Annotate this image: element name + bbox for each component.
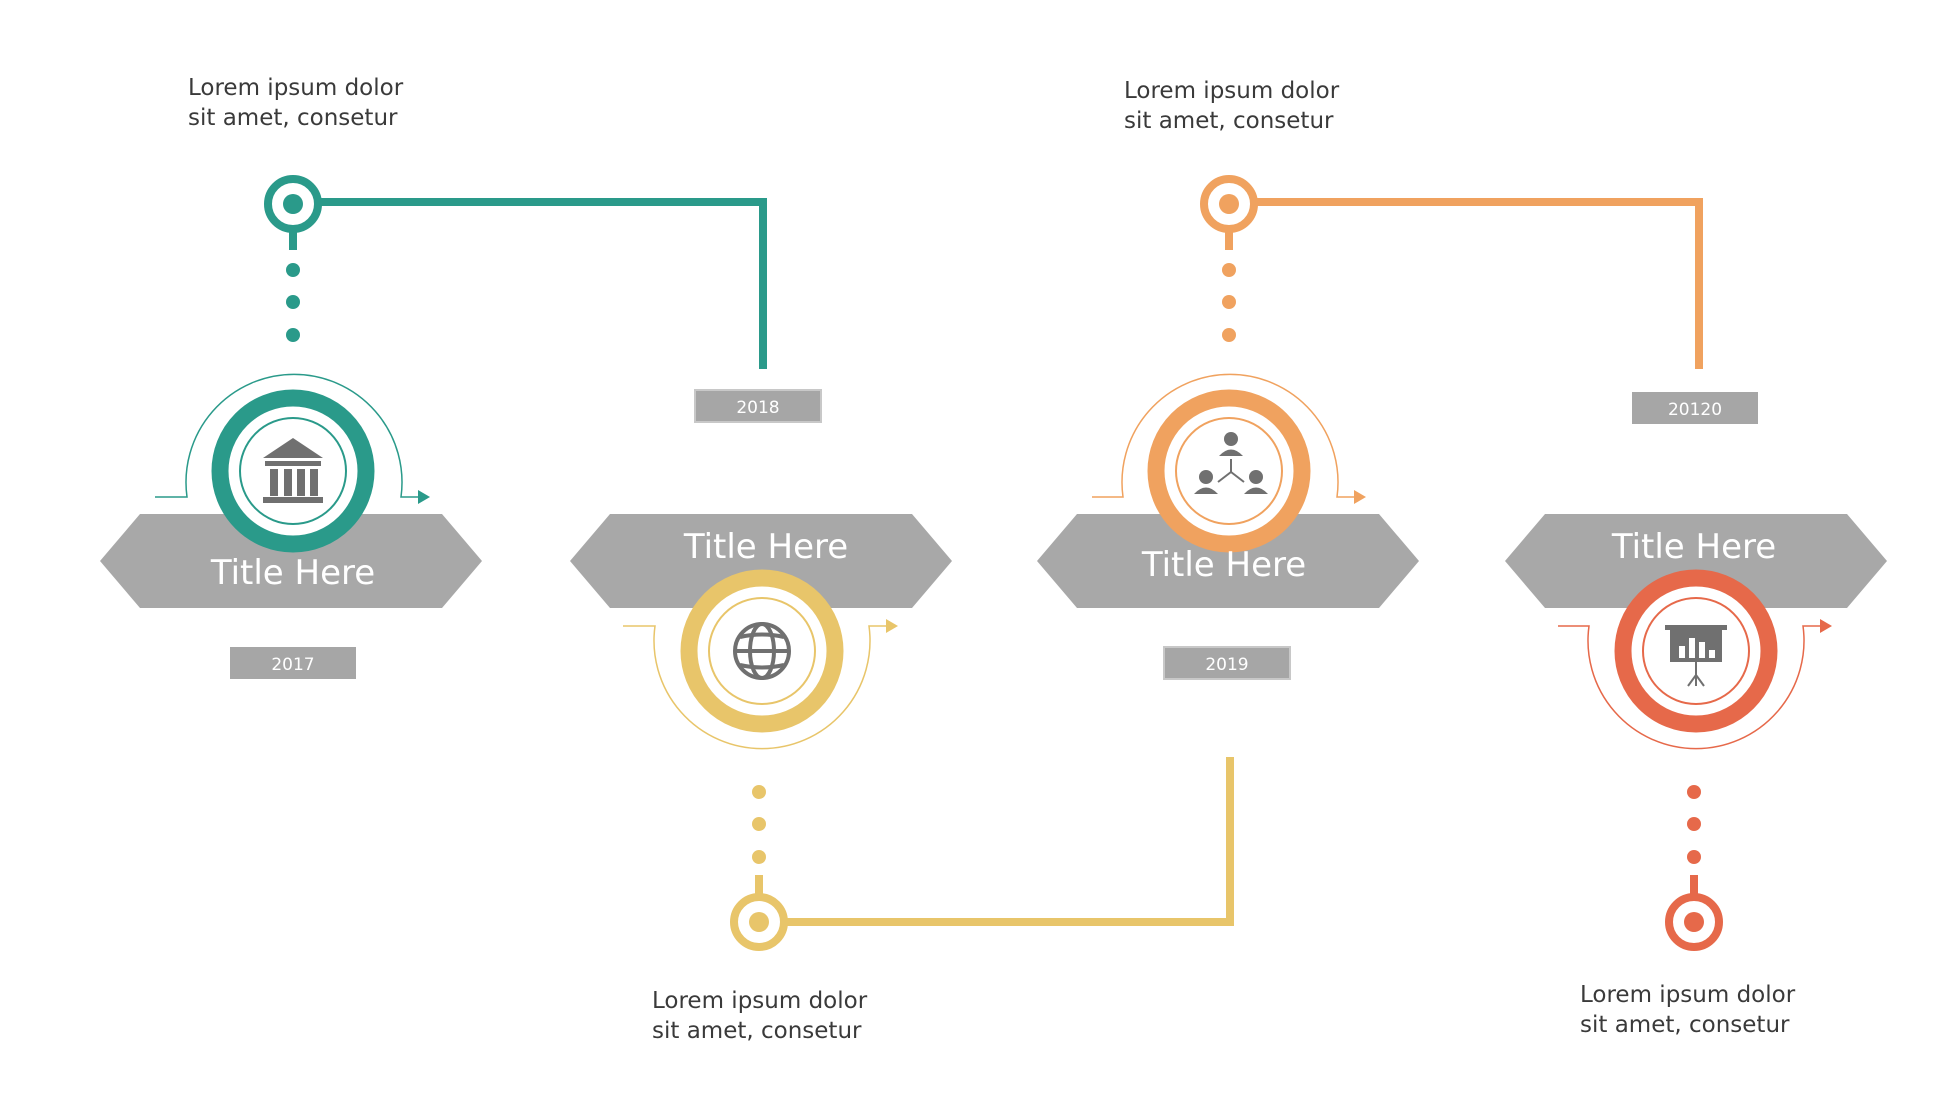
- title-banner-3: [1037, 514, 1419, 608]
- step-description-3-line1: Lorem ipsum dolor: [1124, 78, 1340, 104]
- step-description-3: Lorem ipsum dolor sit amet, consetur: [1124, 76, 1339, 136]
- pin-marker-1: [264, 175, 322, 233]
- icon-ring-3: [1147, 389, 1311, 553]
- year-badge-4: 20120: [1632, 392, 1758, 424]
- network-people-icon: [1194, 432, 1268, 494]
- year-badge-3: 2019: [1163, 646, 1291, 680]
- year-label-3: 2019: [1205, 655, 1248, 675]
- title-banner-2: [570, 514, 952, 608]
- pin-marker-3: [1200, 175, 1258, 233]
- globe-icon: [733, 622, 791, 680]
- arc-arrow-4: [1558, 619, 1832, 750]
- step-description-2: Lorem ipsum dolor sit amet, consetur: [652, 986, 867, 1046]
- dotted-line-3: [1222, 263, 1236, 342]
- dotted-line-1: [286, 263, 300, 342]
- step-title-3: Title Here: [1141, 545, 1306, 585]
- year-label-1: 2017: [271, 655, 314, 675]
- dotted-line-2: [752, 785, 766, 864]
- step-title-2: Title Here: [683, 527, 848, 567]
- dotted-line-4: [1687, 785, 1701, 864]
- step-description-2-line1: Lorem ipsum dolor: [652, 988, 868, 1014]
- step-description-4-line1: Lorem ipsum dolor: [1580, 982, 1796, 1008]
- step-description-4: Lorem ipsum dolor sit amet, consetur: [1580, 980, 1795, 1040]
- step-title-1: Title Here: [210, 553, 375, 593]
- title-banner-4: [1505, 514, 1887, 608]
- pin-marker-4: [1665, 893, 1723, 951]
- year-badge-2: 2018: [694, 389, 822, 423]
- connector-line-2: [780, 757, 1234, 926]
- step-title-4: Title Here: [1611, 527, 1776, 567]
- step-description-1: Lorem ipsum dolor sit amet, consetur: [188, 73, 403, 133]
- year-label-2: 2018: [736, 398, 779, 418]
- step-description-4-line2: sit amet, consetur: [1580, 1012, 1790, 1038]
- arc-arrow-2: [623, 619, 898, 750]
- pin-marker-2: [730, 893, 788, 951]
- connector-line-3: [1250, 198, 1703, 369]
- step-description-1-line1: Lorem ipsum dolor: [188, 75, 404, 101]
- year-label-4: 20120: [1668, 400, 1722, 420]
- title-banner-1: [100, 514, 482, 608]
- icon-ring-1: [211, 389, 375, 553]
- arc-arrow-1: [155, 373, 430, 504]
- step-description-2-line2: sit amet, consetur: [652, 1018, 862, 1044]
- arc-arrow-3: [1092, 373, 1366, 504]
- bank-icon: [263, 438, 323, 503]
- step-description-3-line2: sit amet, consetur: [1124, 108, 1334, 134]
- step-description-1-line2: sit amet, consetur: [188, 105, 398, 131]
- presentation-board-icon: [1665, 625, 1727, 687]
- connector-line-1: [314, 198, 767, 369]
- year-badge-1: 2017: [230, 647, 356, 679]
